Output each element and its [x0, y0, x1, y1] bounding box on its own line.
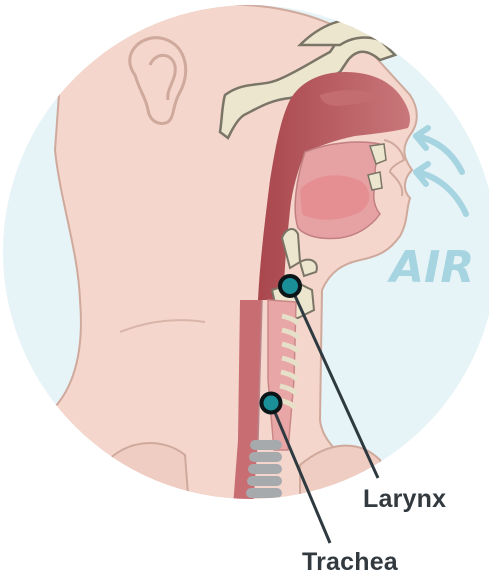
larynx-label: Larynx [363, 485, 446, 514]
trachea-label: Trachea [302, 548, 398, 577]
larynx-marker-icon [280, 276, 300, 296]
air-label: AIR [387, 242, 474, 293]
hyoid-bone [300, 260, 317, 276]
trachea-marker-icon [262, 394, 281, 413]
